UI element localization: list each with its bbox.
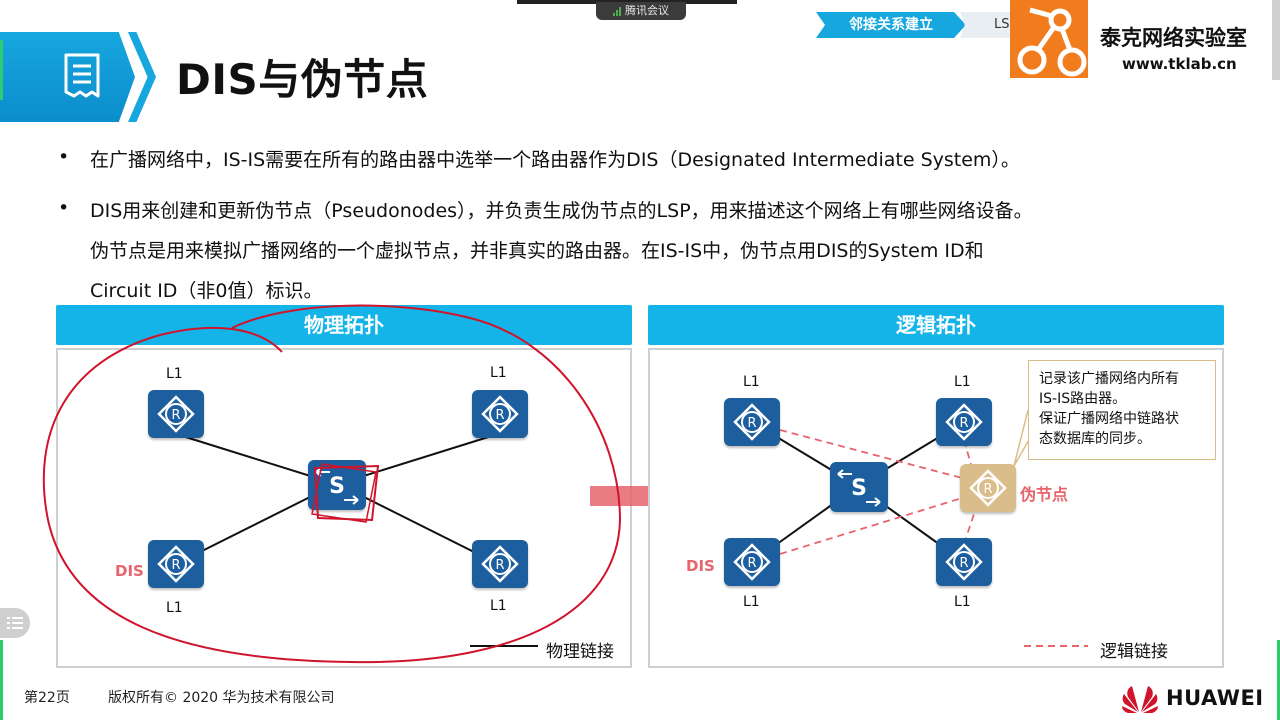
copyright: 版权所有© 2020 华为技术有限公司 bbox=[108, 690, 335, 706]
logical-topology-header: 逻辑拓扑 bbox=[648, 305, 1224, 345]
router-icon: R bbox=[969, 469, 1007, 507]
callout-line: 态数据库的同步。 bbox=[1039, 431, 1151, 447]
bullet-dot: • bbox=[58, 146, 70, 168]
level-label: L1 bbox=[743, 594, 760, 610]
router-dis-bottom-left[interactable]: R bbox=[148, 540, 204, 588]
router-icon: R bbox=[481, 545, 519, 583]
svg-text:S: S bbox=[851, 476, 867, 501]
level-label: L1 bbox=[954, 594, 971, 610]
pseudonode-callout: 记录该广播网络内所有 IS-IS路由器。 保证广播网络中链路状 态数据库的同步。 bbox=[1028, 360, 1216, 460]
router-icon: R bbox=[945, 543, 983, 581]
page-number: 第22页 bbox=[24, 690, 70, 706]
physical-link-legend: 物理链接 bbox=[546, 642, 614, 662]
logical-link-legend: 逻辑链接 bbox=[1100, 642, 1168, 662]
logical-router-l1-top-left[interactable]: R bbox=[724, 398, 780, 446]
bullet-2-line-1: DIS用来创建和更新伪节点（Pseudonodes），并负责生成伪节点的LSP，… bbox=[90, 200, 1033, 222]
frame-corner bbox=[0, 40, 3, 100]
svg-text:R: R bbox=[171, 408, 180, 423]
dis-label: DIS bbox=[115, 562, 144, 580]
breadcrumb-active[interactable]: 邻接关系建立 bbox=[816, 12, 966, 38]
signal-icon bbox=[613, 6, 621, 16]
bullet-2-line-3: Circuit ID（非0值）标识。 bbox=[90, 280, 323, 302]
level-label: L1 bbox=[166, 366, 183, 382]
page-title: DIS与伪节点 bbox=[176, 55, 429, 104]
molecule-icon bbox=[1017, 7, 1087, 77]
level-label: L1 bbox=[743, 374, 760, 390]
brand-name: 泰克网络实验室 bbox=[1100, 26, 1247, 50]
dis-label: DIS bbox=[686, 557, 715, 575]
svg-text:R: R bbox=[983, 482, 992, 497]
svg-text:R: R bbox=[747, 556, 756, 571]
svg-text:R: R bbox=[495, 408, 504, 423]
frame-corner bbox=[1277, 640, 1280, 720]
router-icon: R bbox=[157, 545, 195, 583]
meeting-app-name: 腾讯会议 bbox=[625, 4, 669, 17]
switch-logical[interactable]: S bbox=[830, 462, 888, 512]
list-icon bbox=[7, 617, 23, 629]
huawei-logo-icon bbox=[1122, 686, 1158, 713]
side-menu-button[interactable] bbox=[0, 608, 30, 638]
svg-text:R: R bbox=[747, 416, 756, 431]
meeting-status-pill[interactable]: 腾讯会议 bbox=[596, 2, 686, 20]
callout-line: 保证广播网络中链路状 bbox=[1039, 411, 1179, 427]
right-edge-bar bbox=[1272, 0, 1280, 80]
bullet-1-line-1: 在广播网络中，IS-IS需要在所有的路由器中选举一个路由器作为DIS（Desig… bbox=[90, 149, 1020, 171]
callout-line: IS-IS路由器。 bbox=[1039, 391, 1127, 407]
bullet-2-line-2: 伪节点是用来模拟广播网络的一个虚拟节点，并非真实的路由器。在IS-IS中，伪节点… bbox=[90, 240, 984, 262]
svg-text:R: R bbox=[171, 558, 180, 573]
router-icon: R bbox=[157, 395, 195, 433]
frame-corner bbox=[0, 640, 3, 720]
logical-router-l1-bottom-right[interactable]: R bbox=[936, 538, 992, 586]
svg-text:R: R bbox=[959, 416, 968, 431]
svg-text:R: R bbox=[495, 558, 504, 573]
router-icon: R bbox=[945, 403, 983, 441]
level-label: L1 bbox=[166, 600, 183, 616]
switch-icon: S bbox=[837, 469, 881, 507]
logical-router-dis-bottom-left[interactable]: R bbox=[724, 538, 780, 586]
router-l1-top-left[interactable]: R bbox=[148, 390, 204, 438]
pseudonode-router[interactable]: R bbox=[960, 464, 1016, 512]
logical-router-l1-top-right[interactable]: R bbox=[936, 398, 992, 446]
document-icon bbox=[64, 53, 100, 98]
router-icon: R bbox=[733, 543, 771, 581]
switch-icon: S bbox=[315, 467, 359, 505]
bullet-dot: • bbox=[58, 197, 70, 219]
brand-url[interactable]: www.tklab.cn bbox=[1122, 55, 1237, 73]
callout-line: 记录该广播网络内所有 bbox=[1039, 371, 1179, 387]
level-label: L1 bbox=[490, 598, 507, 614]
svg-text:R: R bbox=[959, 556, 968, 571]
router-l1-bottom-right[interactable]: R bbox=[472, 540, 528, 588]
router-icon: R bbox=[733, 403, 771, 441]
svg-text:S: S bbox=[329, 474, 345, 499]
router-l1-top-right[interactable]: R bbox=[472, 390, 528, 438]
level-label: L1 bbox=[954, 374, 971, 390]
pseudonode-label: 伪节点 bbox=[1020, 485, 1069, 504]
huawei-wordmark: HUAWEI bbox=[1166, 686, 1264, 710]
brand-logo bbox=[1010, 0, 1088, 78]
level-label: L1 bbox=[490, 365, 507, 381]
router-icon: R bbox=[481, 395, 519, 433]
